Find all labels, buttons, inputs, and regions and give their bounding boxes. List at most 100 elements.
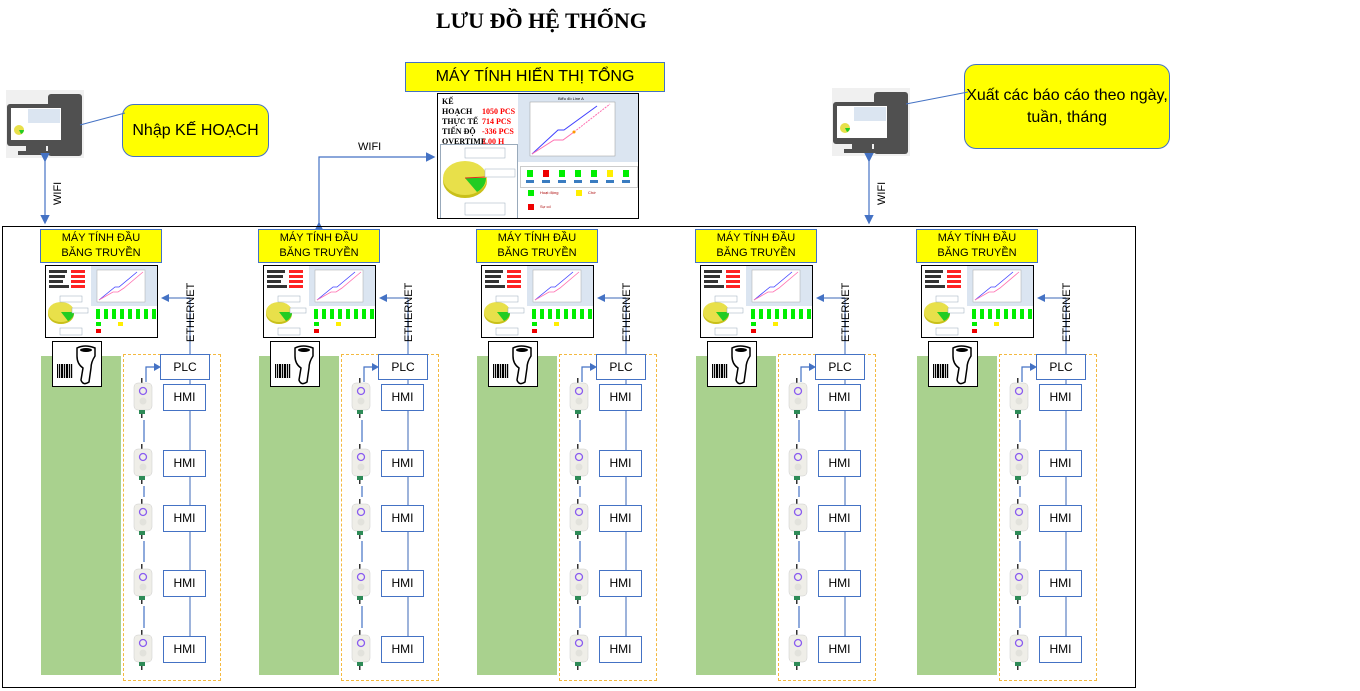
mini-status-row: [314, 309, 374, 319]
actual-line: [531, 131, 575, 155]
line-dashboard: [45, 265, 158, 338]
hmi-box[interactable]: HMI: [1039, 505, 1082, 532]
sensor-device-icon: [569, 630, 589, 670]
forecast-line: [573, 103, 611, 133]
legend-swatch: [528, 204, 534, 210]
wireless-sensor-device: [133, 378, 155, 418]
hmi-box[interactable]: HMI: [599, 570, 642, 597]
line-pc-label-1: MÁY TÍNH ĐẦU: [497, 232, 577, 244]
hmi-box[interactable]: HMI: [163, 384, 206, 411]
hmi-box[interactable]: HMI: [818, 450, 861, 477]
sensor-device-icon: [788, 564, 808, 604]
hmi-box[interactable]: HMI: [1039, 384, 1082, 411]
hmi-box[interactable]: HMI: [381, 636, 424, 663]
hmi-box[interactable]: HMI: [818, 505, 861, 532]
plc-box[interactable]: PLC: [1036, 354, 1086, 380]
plc-box[interactable]: PLC: [160, 354, 210, 380]
wireless-sensor-device: [351, 630, 373, 670]
hmi-box[interactable]: HMI: [163, 570, 206, 597]
hmi-box[interactable]: HMI: [381, 570, 424, 597]
wireless-sensor-device: [1009, 444, 1031, 484]
mini-status-row: [972, 309, 1032, 319]
pie-slice-idle: [465, 178, 487, 192]
legend-label: Chờ: [588, 190, 596, 195]
barcode-scanner-box: [707, 341, 757, 387]
hmi-box[interactable]: HMI: [381, 384, 424, 411]
wifi-label-central: WIFI: [358, 141, 382, 153]
line-pc-label-1: MÁY TÍNH ĐẦU: [937, 232, 1017, 244]
wireless-sensor-device: [569, 564, 591, 604]
hmi-box[interactable]: HMI: [163, 450, 206, 477]
mini-chart: [91, 266, 157, 306]
hmi-box[interactable]: HMI: [818, 570, 861, 597]
sensor-device-icon: [569, 499, 589, 539]
production-floor-frame: [2, 226, 1136, 688]
hmi-box[interactable]: HMI: [163, 505, 206, 532]
conveyor-area: [696, 356, 776, 675]
wireless-sensor-device: [788, 564, 810, 604]
wireless-sensor-device: [133, 564, 155, 604]
hmi-box[interactable]: HMI: [1039, 570, 1082, 597]
wireless-sensor-device: [569, 499, 591, 539]
line-chart-panel: Biểu đồ Line A: [518, 94, 638, 162]
hmi-box[interactable]: HMI: [599, 636, 642, 663]
sensor-device-icon: [133, 444, 153, 484]
station-icon: [542, 180, 550, 183]
mini-stats: [704, 269, 744, 291]
station-icon: [606, 180, 614, 183]
pie-panel: [440, 144, 518, 218]
plc-box[interactable]: PLC: [596, 354, 646, 380]
hmi-box[interactable]: HMI: [599, 384, 642, 411]
plc-box[interactable]: PLC: [815, 354, 865, 380]
wireless-sensor-device: [351, 499, 373, 539]
wireless-sensor-device: [133, 444, 155, 484]
conveyor-area: [917, 356, 997, 675]
wireless-sensor-device: [1009, 499, 1031, 539]
wireless-sensor-device: [351, 564, 373, 604]
mini-stats: [267, 269, 307, 291]
station-icon: [590, 180, 598, 183]
legend-label: Hoạt động: [540, 190, 559, 195]
sensor-device-icon: [569, 444, 589, 484]
station-icon: [622, 180, 630, 183]
wireless-sensor-device: [788, 630, 810, 670]
station-icon: [526, 180, 534, 183]
hmi-box[interactable]: HMI: [1039, 636, 1082, 663]
barcode-scanner-box: [928, 341, 978, 387]
stat-key: THỰC TẾ: [442, 117, 479, 126]
legend-swatch: [528, 190, 534, 196]
hmi-box[interactable]: HMI: [818, 384, 861, 411]
hmi-box[interactable]: HMI: [1039, 450, 1082, 477]
hmi-box[interactable]: HMI: [163, 636, 206, 663]
line-pc-label-2: BĂNG TRUYỀN: [279, 247, 359, 259]
mini-stats: [925, 269, 965, 291]
diagram-title: LƯU ĐỒ HỆ THỐNG: [436, 8, 647, 33]
sensor-device-icon: [351, 378, 371, 418]
hmi-box[interactable]: HMI: [381, 450, 424, 477]
hmi-box[interactable]: HMI: [381, 505, 424, 532]
line-pc-label-2: BĂNG TRUYỀN: [716, 247, 796, 259]
hmi-box[interactable]: HMI: [818, 636, 861, 663]
sensor-device-icon: [788, 378, 808, 418]
sensor-device-icon: [788, 630, 808, 670]
station-status-indicator: [559, 170, 565, 177]
station-status-indicator: [607, 170, 613, 177]
hmi-box[interactable]: HMI: [599, 450, 642, 477]
sensor-device-icon: [1009, 630, 1029, 670]
hmi-box[interactable]: HMI: [599, 505, 642, 532]
plc-box[interactable]: PLC: [378, 354, 428, 380]
stat-key: OVERTIME: [442, 137, 487, 146]
pie-chart: [443, 147, 516, 216]
wireless-sensor-device: [788, 499, 810, 539]
conveyor-area: [259, 356, 339, 675]
wireless-sensor-device: [351, 378, 373, 418]
stat-value: 1.00 H: [482, 137, 505, 146]
sensor-device-icon: [133, 499, 153, 539]
